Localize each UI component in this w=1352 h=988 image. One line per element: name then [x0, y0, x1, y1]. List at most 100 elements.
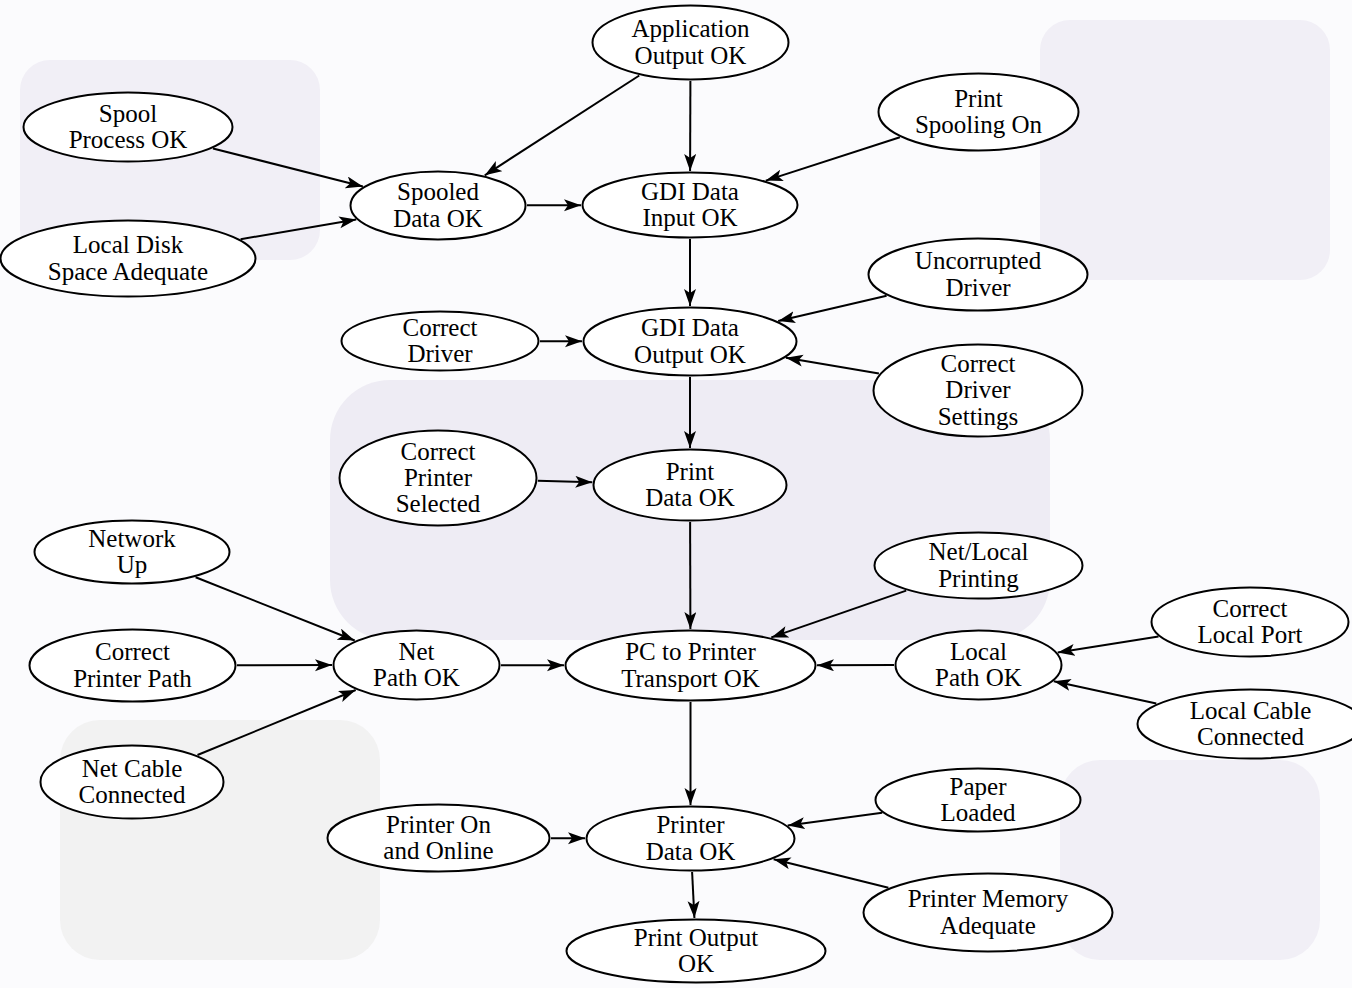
chance-node: Correct Printer Selected: [338, 429, 538, 527]
ellipse-outline: [41, 746, 224, 819]
ellipse-outline: [35, 521, 230, 584]
label-line: Paper: [941, 774, 1016, 800]
node-label: Net Cable Connected: [79, 756, 186, 809]
label-line: Printer: [396, 465, 481, 491]
arrow-connector: [788, 813, 883, 826]
label-line: Correct: [73, 639, 192, 665]
label-line: Printer Memory: [908, 886, 1068, 912]
node-text-group: Printer On and Online: [383, 812, 493, 865]
chance-node: Correct Printer Path: [28, 628, 237, 703]
node-label: Uncorrupted Driver: [915, 248, 1041, 301]
node-text-group: Printer Data OK: [646, 812, 736, 865]
arrow-connector: [485, 76, 640, 176]
node-label: Printer Memory Adequate: [908, 886, 1068, 939]
ellipse-outline: [594, 450, 787, 521]
node-text-group: Application Output OK: [631, 16, 749, 69]
arrow-connector: [766, 137, 900, 180]
label-line: Net/Local: [929, 539, 1029, 565]
label-line: Local Cable: [1190, 698, 1311, 724]
ellipse-outline: [864, 874, 1113, 952]
ellipse-outline: [593, 6, 789, 80]
label-line: Output OK: [634, 342, 746, 368]
label-line: Local Disk: [48, 232, 208, 258]
chance-node: Uncorrupted Driver: [867, 237, 1089, 312]
arrow-connector: [237, 664, 332, 666]
chance-node: Local Disk Space Adequate: [0, 219, 257, 298]
label-line: Printer Path: [73, 666, 192, 692]
label-line: GDI Data: [634, 315, 746, 341]
label-line: Local Port: [1198, 622, 1303, 648]
arrow-connector: [196, 577, 355, 640]
arrow-connector: [213, 149, 363, 187]
node-label: Printer Data OK: [646, 812, 736, 865]
node-label: Correct Printer Selected: [396, 439, 481, 518]
node-label: Print Data OK: [645, 459, 735, 512]
node-text-group: Print Spooling On: [915, 86, 1042, 139]
node-label: Print Spooling On: [915, 86, 1042, 139]
node-text-group: Uncorrupted Driver: [915, 248, 1041, 301]
ellipse-outline: [896, 631, 1062, 700]
ellipse-outline: [876, 769, 1081, 832]
ellipse-outline: [879, 74, 1079, 151]
label-line: Correct: [403, 315, 478, 341]
arrow-connector: [689, 522, 691, 629]
label-line: Settings: [938, 404, 1019, 430]
chance-node: Net Cable Connected: [39, 744, 225, 820]
node-text-group: Network Up: [88, 526, 175, 579]
label-line: Printer On: [383, 812, 493, 838]
ellipse-outline: [584, 308, 797, 376]
ellipse-outline: [1138, 690, 1352, 759]
node-text-group: Correct Driver: [403, 315, 478, 368]
label-line: Printing: [929, 566, 1029, 592]
arrow-connector: [551, 837, 585, 839]
node-label: GDI Data Input OK: [641, 179, 739, 232]
label-line: Output OK: [631, 43, 749, 69]
chance-node: Net/Local Printing: [873, 531, 1084, 600]
node-text-group: Correct Local Port: [1198, 596, 1303, 649]
label-line: Correct: [396, 439, 481, 465]
label-line: Transport OK: [621, 666, 760, 692]
node-label: Application Output OK: [631, 16, 749, 69]
ellipse-outline: [24, 93, 233, 162]
ellipse-outline: [587, 807, 795, 871]
label-line: Data OK: [645, 485, 735, 511]
ellipse-outline: [583, 173, 798, 238]
label-line: Correct: [938, 351, 1019, 377]
node-text-group: Correct Printer Selected: [396, 439, 481, 518]
label-line: Connected: [79, 782, 186, 808]
watermark-shape: [1040, 20, 1330, 280]
arrow-connector: [689, 81, 691, 171]
chance-node: PC to Printer Transport OK: [564, 629, 817, 702]
label-line: Print: [645, 459, 735, 485]
label-line: Net: [373, 639, 460, 665]
chance-node: Spooled Data OK: [349, 170, 527, 241]
arrow-connector: [774, 859, 889, 888]
label-line: GDI Data: [641, 179, 739, 205]
label-line: Spooling On: [915, 112, 1042, 138]
label-line: Spooled: [393, 179, 483, 205]
label-line: Space Adequate: [48, 259, 208, 285]
node-label: Local Disk Space Adequate: [48, 232, 208, 285]
ellipse-outline: [342, 312, 539, 371]
label-line: Driver: [938, 377, 1019, 403]
node-label: Print Output OK: [634, 925, 758, 978]
label-line: Network: [88, 526, 175, 552]
arrow-connector: [540, 340, 582, 342]
chance-node: Print Data OK: [592, 448, 788, 522]
node-label: GDI Data Output OK: [634, 315, 746, 368]
node-text-group: Net Cable Connected: [79, 756, 186, 809]
label-line: Data OK: [646, 839, 736, 865]
label-line: Path OK: [373, 665, 460, 691]
node-text-group: Net Path OK: [373, 639, 460, 692]
node-text-group: Printer Memory Adequate: [908, 886, 1068, 939]
chance-node: Print Output OK: [565, 918, 827, 984]
ellipse-outline: [1, 221, 256, 297]
chance-node: Paper Loaded: [874, 767, 1082, 833]
node-label: Net/Local Printing: [929, 539, 1029, 592]
arrow-connector: [786, 358, 879, 374]
node-text-group: Print Output OK: [634, 925, 758, 978]
node-label: Correct Driver: [403, 315, 478, 368]
chance-node: Printer On and Online: [326, 803, 551, 873]
label-line: Loaded: [941, 800, 1016, 826]
